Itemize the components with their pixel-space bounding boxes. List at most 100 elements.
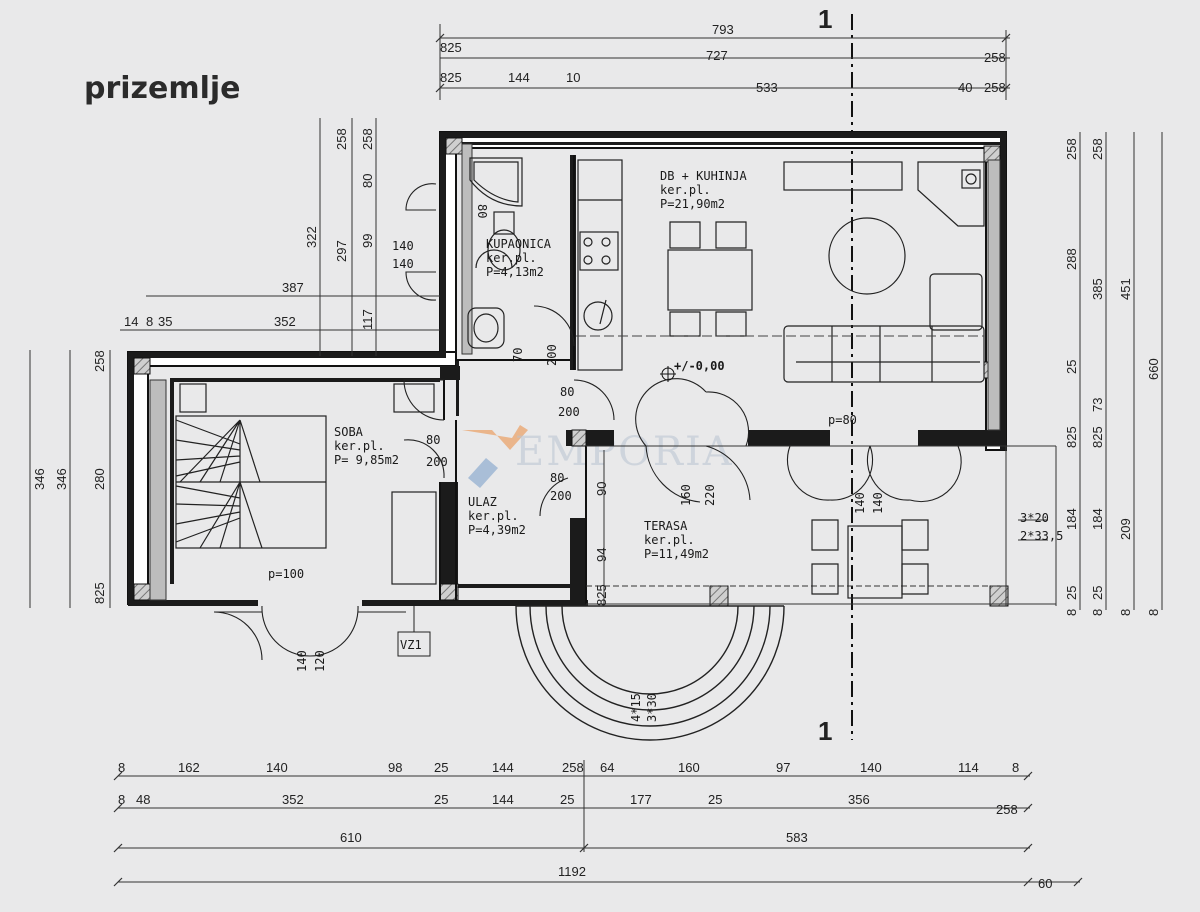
door-ulaz-w: 80	[550, 471, 564, 485]
dim-b3-2: 583	[786, 830, 808, 845]
dim-b1-8: 64	[600, 760, 614, 775]
bath-wall-strip	[461, 143, 473, 355]
room-ulaz-name: ULAZ	[468, 495, 497, 509]
wall-fill	[128, 132, 1006, 606]
room-kupaonica-area: P=4,13m2	[486, 265, 544, 279]
dim-b1-1: 8	[118, 760, 125, 775]
dim-left: 322 258 258 80 99 297 117 387 14 8 35 35…	[32, 128, 375, 604]
dim-top-9: 40	[958, 80, 972, 95]
dim-r2-1: 258	[1090, 138, 1105, 160]
win-bath-a: 140	[392, 239, 414, 253]
level-text: +/-0,00	[674, 359, 725, 373]
dim-l-14: 14	[124, 314, 138, 329]
dim-b1-4: 98	[388, 760, 402, 775]
dim-l-35: 35	[158, 314, 172, 329]
stairs-b: 3*30	[645, 693, 659, 722]
dim-l-387: 387	[282, 280, 304, 295]
label-p80: p=80	[828, 413, 857, 427]
room-ulaz-floor: ker.pl.	[468, 509, 519, 523]
room-kuhinja-area: P=21,90m2	[660, 197, 725, 211]
dim-r2-4: 825	[1090, 426, 1105, 448]
dim-l-117: 117	[360, 309, 375, 330]
watermark-logo: EMPORIA	[462, 425, 732, 488]
dim-b4-1: 1192	[558, 864, 586, 879]
room-terasa-area: P=11,49m2	[644, 547, 709, 561]
entrance-steps	[515, 605, 785, 741]
dim-top-3: 727	[706, 48, 728, 63]
dim-b1-9: 160	[678, 760, 700, 775]
main-door-b: 220	[703, 484, 717, 506]
dim-r2-5: 184	[1090, 508, 1105, 530]
door-swings	[213, 183, 962, 661]
dim-r1-3: 25	[1064, 360, 1079, 374]
bathroom-fixtures	[467, 157, 523, 349]
dim-b1-11: 140	[860, 760, 882, 775]
dim-l-8: 8	[146, 314, 153, 329]
dim-b2-6: 25	[560, 792, 574, 807]
room-labels: DB + KUHINJA ker.pl. P=21,90m2 KUPAONICA…	[334, 169, 747, 561]
right-wall-strip	[987, 159, 1001, 431]
dim-l-99: 99	[360, 234, 375, 248]
dim-b2-2: 48	[136, 792, 150, 807]
dim-r1-5: 184	[1064, 508, 1079, 530]
dim-r3-3: 8	[1118, 609, 1133, 616]
dim-b1-12: 114	[958, 760, 979, 775]
door-kuh-w: 80	[560, 385, 574, 399]
dim-r1-4: 825	[1064, 426, 1079, 448]
soba-win-a: 140	[295, 650, 309, 672]
dim-b2-3: 352	[282, 792, 304, 807]
plan-title: prizemlje	[84, 71, 241, 106]
bath-door-w: 70	[511, 348, 525, 362]
room-soba-name: SOBA	[334, 425, 364, 439]
room-kuhinja-floor: ker.pl.	[660, 183, 711, 197]
dim-b4-2: 60	[1038, 876, 1052, 891]
interior-partitions	[439, 155, 587, 604]
dim-b1-2: 162	[178, 760, 200, 775]
dim-b3-1: 610	[340, 830, 362, 845]
dim-top-5: 825	[440, 70, 462, 85]
vz1-label: VZ1	[400, 638, 422, 652]
room-kupaonica-name: KUPAONICA	[486, 237, 552, 251]
ter-door-a: 140	[853, 492, 867, 514]
dim-l-80: 80	[360, 174, 375, 188]
section-mark-top: 1	[818, 4, 832, 34]
room-soba-area: P= 9,85m2	[334, 453, 399, 467]
soba-win-b: 120	[313, 650, 327, 672]
dim-l-280: 280	[92, 468, 107, 490]
dimension-ticks	[113, 33, 1083, 887]
dim-top-2: 825	[440, 40, 462, 55]
dim-b2-8: 25	[708, 792, 722, 807]
dim-top-7: 10	[566, 70, 580, 85]
dim-r3-2: 209	[1118, 518, 1133, 540]
outer-walls	[127, 131, 1007, 605]
dim-r1-6: 25	[1064, 586, 1079, 600]
dim-b1-5: 25	[434, 760, 448, 775]
dim-b1-7: 258	[562, 760, 584, 775]
room-kupaonica-floor: ker.pl.	[486, 251, 537, 265]
dim-r1-7: 8	[1064, 609, 1079, 616]
room-terasa-name: TERASA	[644, 519, 688, 533]
dim-r1-2: 288	[1064, 248, 1079, 270]
left-wall-strip	[149, 379, 167, 601]
dim-b2-5: 144	[492, 792, 514, 807]
dim-l-322: 322	[304, 226, 319, 248]
room-ulaz-area: P=4,39m2	[468, 523, 526, 537]
room-terasa-floor: ker.pl.	[644, 533, 695, 547]
dining-table	[667, 217, 906, 337]
dim-right: 258 288 25 825 184 25 8 258 385 73 825 1…	[1064, 138, 1161, 616]
dim-interior: 90 94 825	[594, 482, 609, 606]
door-ulaz-h: 200	[550, 489, 572, 503]
door-soba-w: 80	[426, 433, 440, 447]
dim-b2-9: 356	[848, 792, 870, 807]
terrace-outline	[586, 445, 1057, 606]
dim-b2-7: 177	[630, 792, 652, 807]
dim-l-352: 352	[274, 314, 296, 329]
dim-b2-4: 25	[434, 792, 448, 807]
dimension-lines	[29, 24, 1163, 883]
dim-r4-1: 660	[1146, 358, 1161, 380]
kitchen-counter	[577, 159, 985, 371]
bed	[175, 383, 437, 585]
dim-l-258a: 258	[334, 128, 349, 150]
dim-l-258c: 258	[92, 350, 107, 372]
